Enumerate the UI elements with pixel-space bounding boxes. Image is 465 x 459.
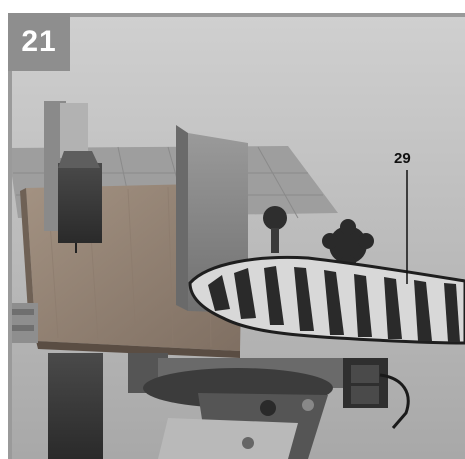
frame-left-rule [8,13,12,459]
figure-photo [8,13,465,459]
figure-number-badge: 21 [8,13,70,71]
frame-top-rule [8,13,465,17]
callout-label-29: 29 [394,150,411,167]
knob-flower [322,219,374,271]
saw-table-photo-illustration [8,13,465,459]
